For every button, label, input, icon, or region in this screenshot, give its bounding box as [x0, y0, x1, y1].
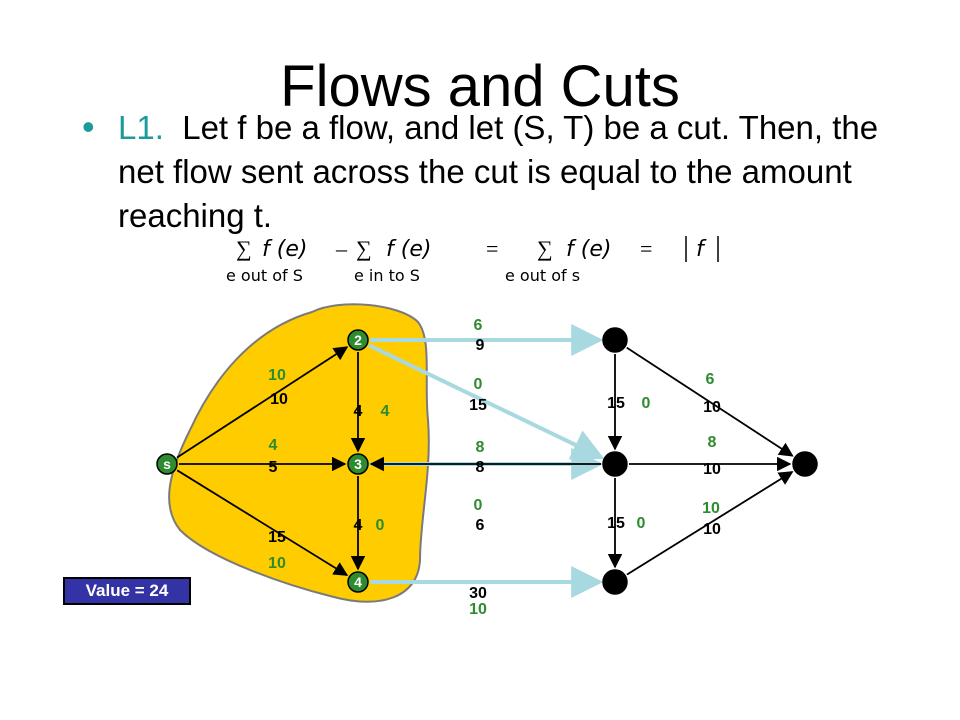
- formula: ∑ f (e) – ∑ f (e) = ∑ f (e) = f e out of…: [226, 236, 719, 285]
- edge-capacity-5-6: 15: [607, 395, 625, 412]
- node-circle-5: [602, 327, 628, 353]
- edge-flow-6-7: 0: [637, 515, 646, 532]
- node-5: [602, 327, 628, 353]
- edges-layer: [176, 324, 794, 598]
- edge-capacity-6-3: 6: [476, 517, 485, 534]
- edge-capacity-s-3: 5: [269, 459, 278, 476]
- node-circle-3: [347, 453, 369, 475]
- edge-capacity-6-7: 15: [607, 515, 625, 532]
- node-label-2: 2: [354, 332, 362, 348]
- edge-2-to-6: [367, 343, 605, 460]
- node-circle-4: [347, 571, 369, 593]
- edge-7-to-t: [626, 471, 794, 576]
- formula-equals-2: =: [640, 236, 652, 261]
- edge-flow-4-7: 10: [469, 601, 487, 618]
- formula-term-3: f (e): [566, 237, 611, 262]
- formula-term-2: f (e): [386, 237, 431, 262]
- edge-capacity-4-7: 30: [469, 585, 487, 602]
- edge-capacity-7-t: 10: [703, 521, 721, 538]
- node-circle-2: [347, 329, 369, 351]
- edge-s-to-2: [176, 346, 349, 459]
- node-4: 4: [347, 571, 369, 593]
- edge-flow-2-6: 0: [474, 376, 483, 393]
- cut-region-s: [168, 303, 430, 603]
- edge-flow-5-t: 6: [706, 371, 715, 388]
- node-label-3: 3: [354, 456, 362, 472]
- formula-equals-1: =: [486, 236, 498, 261]
- node-s: s: [156, 453, 178, 475]
- formula-sub-1: e out of S: [226, 266, 303, 285]
- edge-flow-6-3: 0: [474, 497, 483, 514]
- edge-flow-3-6: 8: [476, 439, 485, 456]
- edge-flow-2-3: 4: [381, 403, 390, 420]
- bullet-text-block: L1. Let f be a flow, and let (S, T) be a…: [118, 106, 918, 238]
- flow-value-box: Value = 24: [63, 577, 191, 605]
- node-t: [792, 451, 818, 477]
- edge-flow-5-6: 0: [642, 395, 651, 412]
- formula-sub-3: e out of s: [505, 266, 580, 285]
- sum-symbol-1: ∑: [236, 236, 252, 261]
- node-label-s: s: [163, 456, 171, 472]
- bullet-text: Let f be a flow, and let (S, T) be a cut…: [118, 109, 879, 234]
- edge-capacity-3-4: 4: [354, 517, 363, 534]
- edge-capacity-s-4: 15: [268, 529, 286, 546]
- edge-capacity-6-t: 10: [703, 461, 721, 478]
- node-circle-t: [792, 451, 818, 477]
- edge-capacity-5-t: 10: [703, 399, 721, 416]
- node-circle-s: [156, 453, 178, 475]
- edge-capacity-2-3: 4: [354, 403, 363, 420]
- formula-minus: –: [335, 236, 348, 261]
- node-circle-6: [602, 451, 628, 477]
- sum-symbol-2: ∑: [356, 236, 372, 261]
- node-2: 2: [347, 329, 369, 351]
- formula-abs-f: f: [696, 237, 707, 262]
- node-circle-7: [602, 569, 628, 595]
- sum-symbol-3: ∑: [537, 236, 553, 261]
- edge-flow-6-t: 8: [708, 434, 717, 451]
- nodes-layer: s 2 3 4: [156, 327, 818, 595]
- node-label-4: 4: [354, 574, 362, 590]
- edge-capacity-3-6: 8: [476, 459, 485, 476]
- slide-title: Flows and Cuts: [280, 54, 680, 119]
- node-6: [602, 451, 628, 477]
- bullet-marker: •: [82, 106, 95, 147]
- edge-flow-s-2: 10: [268, 367, 286, 384]
- edge-flow-3-4: 0: [376, 517, 385, 534]
- edge-capacity-2-6: 15: [469, 397, 487, 414]
- edge-capacity-2-5: 9: [476, 337, 485, 354]
- edge-flow-7-t: 10: [702, 500, 720, 517]
- edge-s-to-4: [176, 469, 349, 576]
- edge-flow-s-4: 10: [268, 555, 286, 572]
- edge-flow-s-3: 4: [269, 437, 278, 454]
- edge-5-to-t: [626, 346, 794, 457]
- node-7: [602, 569, 628, 595]
- edge-capacity-s-2: 10: [270, 391, 288, 408]
- bullet-lead: L1.: [118, 109, 164, 146]
- node-3: 3: [347, 453, 369, 475]
- formula-sub-2: e in to S: [354, 266, 420, 285]
- edge-flow-2-5: 6: [474, 317, 483, 334]
- formula-term-1: f (e): [262, 237, 307, 262]
